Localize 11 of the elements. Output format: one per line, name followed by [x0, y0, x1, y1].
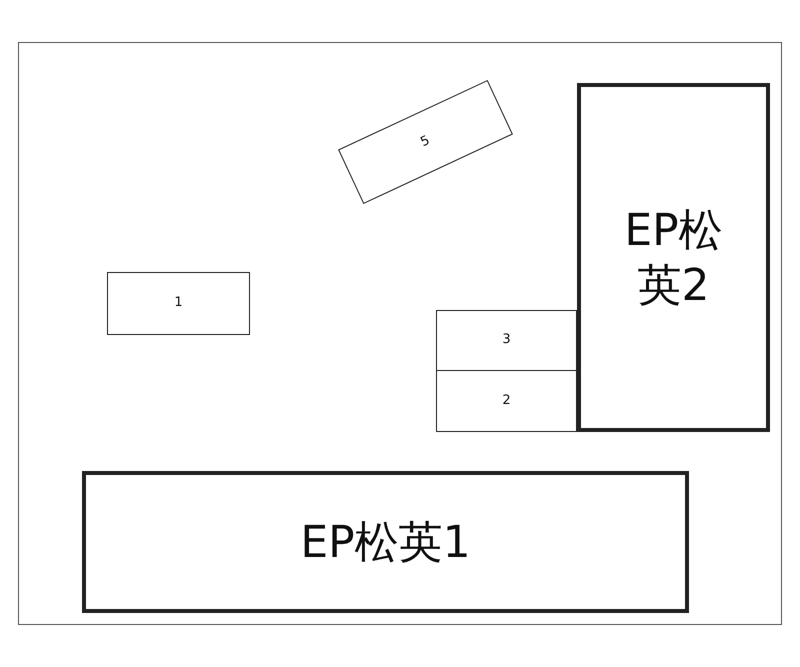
room-block — [436, 310, 577, 371]
room-label: 3 — [502, 332, 511, 349]
building-block — [577, 83, 770, 432]
room-label: EP松英2 — [623, 204, 724, 312]
room-label: 1 — [174, 295, 183, 312]
room-block — [107, 272, 250, 335]
room-label: 5 — [418, 132, 433, 152]
room-label: EP松英1 — [300, 516, 471, 570]
room-block — [436, 370, 577, 432]
building-block — [82, 471, 689, 613]
room-label: 2 — [502, 392, 511, 410]
